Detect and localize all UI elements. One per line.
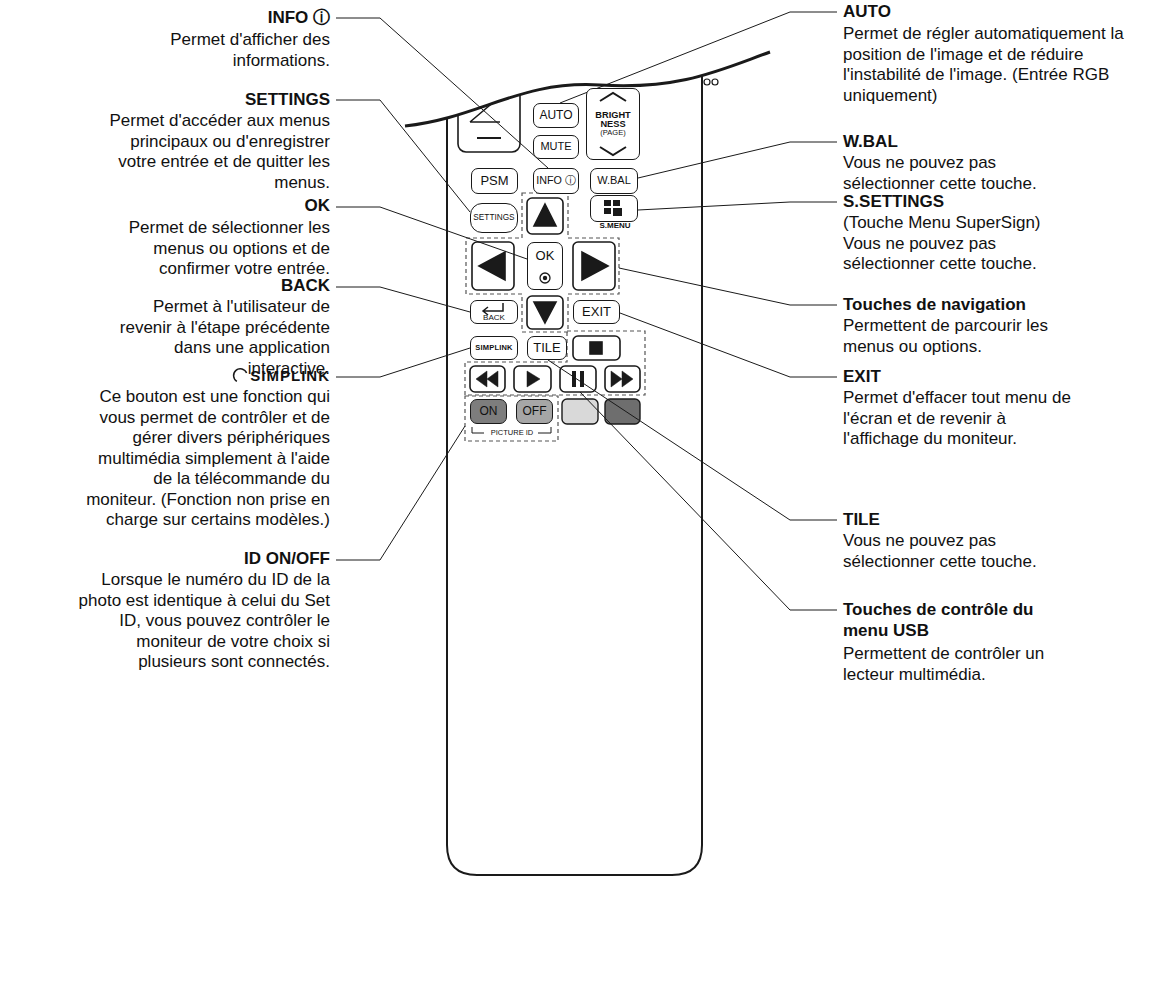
remote-button: EXIT: [573, 300, 620, 324]
callout-text: Permet de régler automatiquement la posi…: [843, 24, 1157, 106]
callout-heading: SIMPLINK: [130, 366, 330, 387]
remote-button: OK: [527, 242, 563, 290]
remote-button: W.BAL: [590, 168, 638, 194]
remote-button: BACK: [470, 300, 518, 324]
button-label: BACK: [483, 314, 505, 322]
callout-heading: W.BAL: [843, 132, 1143, 153]
callout-heading: BACK: [130, 276, 330, 297]
remote-body: [447, 40, 702, 875]
button-label: AUTO: [539, 109, 572, 122]
group-label: PICTURE ID: [486, 428, 538, 437]
remote-button: S.MENU: [590, 195, 638, 222]
remote-button: TILE: [527, 336, 567, 360]
leader-line: [638, 202, 837, 210]
callout-text: Vous ne pouvez pas sélectionner cette to…: [843, 153, 1058, 194]
button-label: INFO ⓘ: [536, 175, 576, 186]
callout-heading: AUTO: [843, 2, 1143, 23]
callout-text: Permet d'accéder aux menus principaux ou…: [90, 111, 330, 193]
usb-control-keys: [470, 336, 640, 392]
button-label: S.MENU: [591, 222, 639, 230]
button-label: SIMPLINK: [475, 344, 512, 352]
remote-button: AUTO: [533, 103, 579, 128]
leader-line: [548, 360, 837, 520]
callout-heading: SETTINGS: [130, 90, 330, 111]
button-label: ON: [480, 405, 498, 418]
callout-text: Permettent de parcourir les menus ou opt…: [843, 316, 1083, 357]
callout-heading: S.SETTINGS: [843, 192, 1143, 213]
leader-lines: [336, 12, 837, 610]
button-label: BRIGHT NESS: [590, 111, 636, 130]
button-label: W.BAL: [597, 175, 631, 187]
callout-text: Permet de sélectionner les menus ou opti…: [105, 218, 330, 280]
remote-button: PSM: [471, 168, 518, 194]
callout-text: Permet d'afficher des informations.: [120, 30, 330, 71]
remote-button: BRIGHT NESS(PAGE): [586, 88, 640, 160]
callout-heading: Touches de contrôle du menu USB: [843, 600, 1053, 641]
callout-text: Vous ne pouvez pas sélectionner cette to…: [843, 531, 1058, 572]
leader-line: [336, 18, 548, 168]
button-label: OFF: [523, 405, 547, 418]
callout-text: Ce bouton est une fonction qui vous perm…: [80, 387, 330, 531]
callout-heading: EXIT: [843, 367, 1143, 388]
leader-line: [336, 287, 470, 312]
button-label: MUTE: [540, 141, 571, 153]
indicator: [704, 79, 710, 85]
button-label: (PAGE): [600, 129, 625, 137]
leader-line: [619, 268, 837, 305]
callout-text: Permet à l'utilisateur de revenir à l'ét…: [98, 297, 330, 379]
callout-heading: ID ON/OFF: [130, 549, 330, 570]
remote-button: MUTE: [533, 135, 579, 159]
leader-line: [638, 142, 837, 178]
button-label: EXIT: [582, 305, 611, 319]
leader-line: [580, 392, 837, 610]
group-outline: [465, 331, 645, 395]
callout-text: Lorsque le numéro du ID de la photo est …: [74, 570, 330, 673]
remote-button: OFF: [516, 399, 553, 424]
callout-heading: TILE: [843, 510, 1143, 531]
callout-heading: INFO ⓘ: [130, 8, 330, 29]
logo-mark: [233, 368, 247, 382]
leader-line: [336, 348, 470, 377]
indicator: [712, 79, 718, 85]
color-key: [562, 399, 598, 424]
button-label: OK: [536, 249, 555, 263]
leader-line: [336, 100, 470, 212]
remote-button: SIMPLINK: [470, 336, 518, 360]
callout-heading: Touches de navigation: [843, 295, 1143, 316]
callout-heading: OK: [130, 196, 330, 217]
leader-line: [336, 207, 527, 259]
remote-button: ON: [470, 399, 507, 424]
callout-text: Permet d'effacer tout menu de l'écran et…: [843, 388, 1075, 450]
leader-line: [620, 313, 837, 377]
leader-line: [336, 426, 465, 560]
group-outline: [465, 396, 558, 441]
callout-text: Permettent de contrôler un lecteur multi…: [843, 644, 1075, 685]
button-label: TILE: [533, 341, 560, 355]
button-label: SETTINGS: [473, 214, 514, 223]
remote-button: SETTINGS: [470, 203, 518, 233]
button-label: PSM: [480, 174, 508, 188]
color-key: [605, 399, 640, 424]
callout-text: (Touche Menu SuperSign) Vous ne pouvez p…: [843, 213, 1058, 275]
remote-button: INFO ⓘ: [533, 168, 579, 194]
